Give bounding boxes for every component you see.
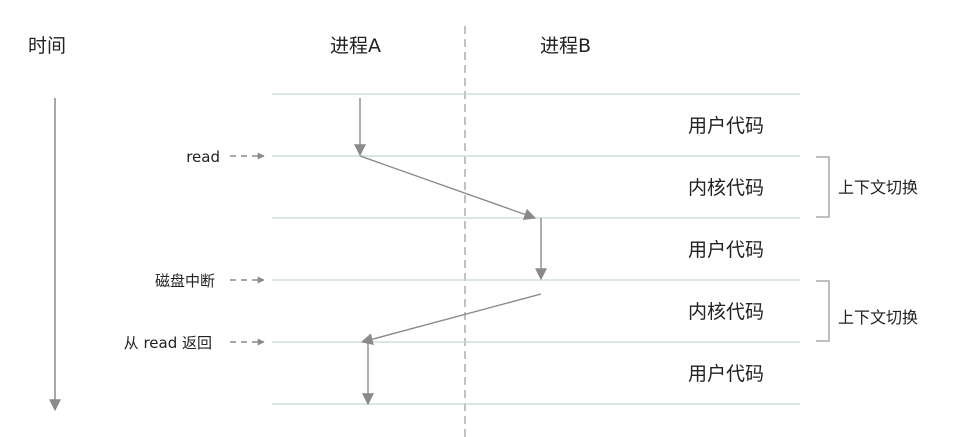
context-switch-bracket — [816, 156, 830, 218]
process-b-label: 进程B — [540, 35, 591, 57]
row-label-kernel-code: 内核代码 — [688, 301, 764, 323]
event-label-read-return: 从 read 返回 — [124, 334, 212, 352]
context-switch-bracket — [816, 280, 830, 342]
execution-flow — [354, 98, 547, 406]
process-a-label: 进程A — [330, 35, 381, 57]
context-switch-label: 上下文切换 — [838, 308, 918, 327]
flow-arrow-switch-to-b — [359, 155, 537, 221]
row-label-user-code: 用户代码 — [688, 363, 764, 385]
context-switch-label: 上下文切换 — [838, 178, 918, 197]
row-label-user-code: 用户代码 — [688, 239, 764, 261]
row-label-user-code: 用户代码 — [688, 115, 764, 137]
event-label-disk-interrupt: 磁盘中断 — [155, 272, 215, 290]
row-label-kernel-code: 内核代码 — [688, 177, 764, 199]
event-label-read: read — [186, 148, 220, 166]
flow-arrow-switch-to-a — [360, 293, 542, 345]
time-axis-label: 时间 — [28, 35, 66, 57]
